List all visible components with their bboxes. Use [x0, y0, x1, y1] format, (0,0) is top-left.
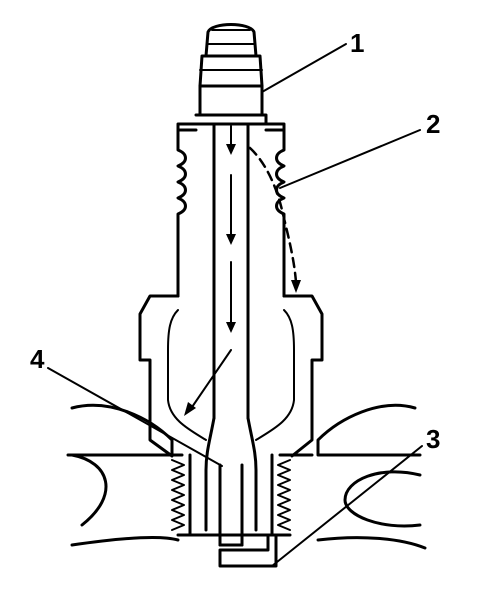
callout-1: 1	[350, 28, 364, 58]
insulator	[176, 113, 286, 298]
callout-3: 3	[426, 424, 440, 454]
cylinder-head	[66, 403, 427, 550]
callout-4: 4	[30, 344, 45, 374]
center-electrode	[204, 122, 258, 547]
ground-electrode	[218, 533, 278, 568]
callout-2: 2	[426, 109, 440, 139]
terminal-nut	[198, 23, 264, 117]
current-flow-arrows	[184, 125, 301, 416]
leader-lines	[47, 43, 423, 567]
